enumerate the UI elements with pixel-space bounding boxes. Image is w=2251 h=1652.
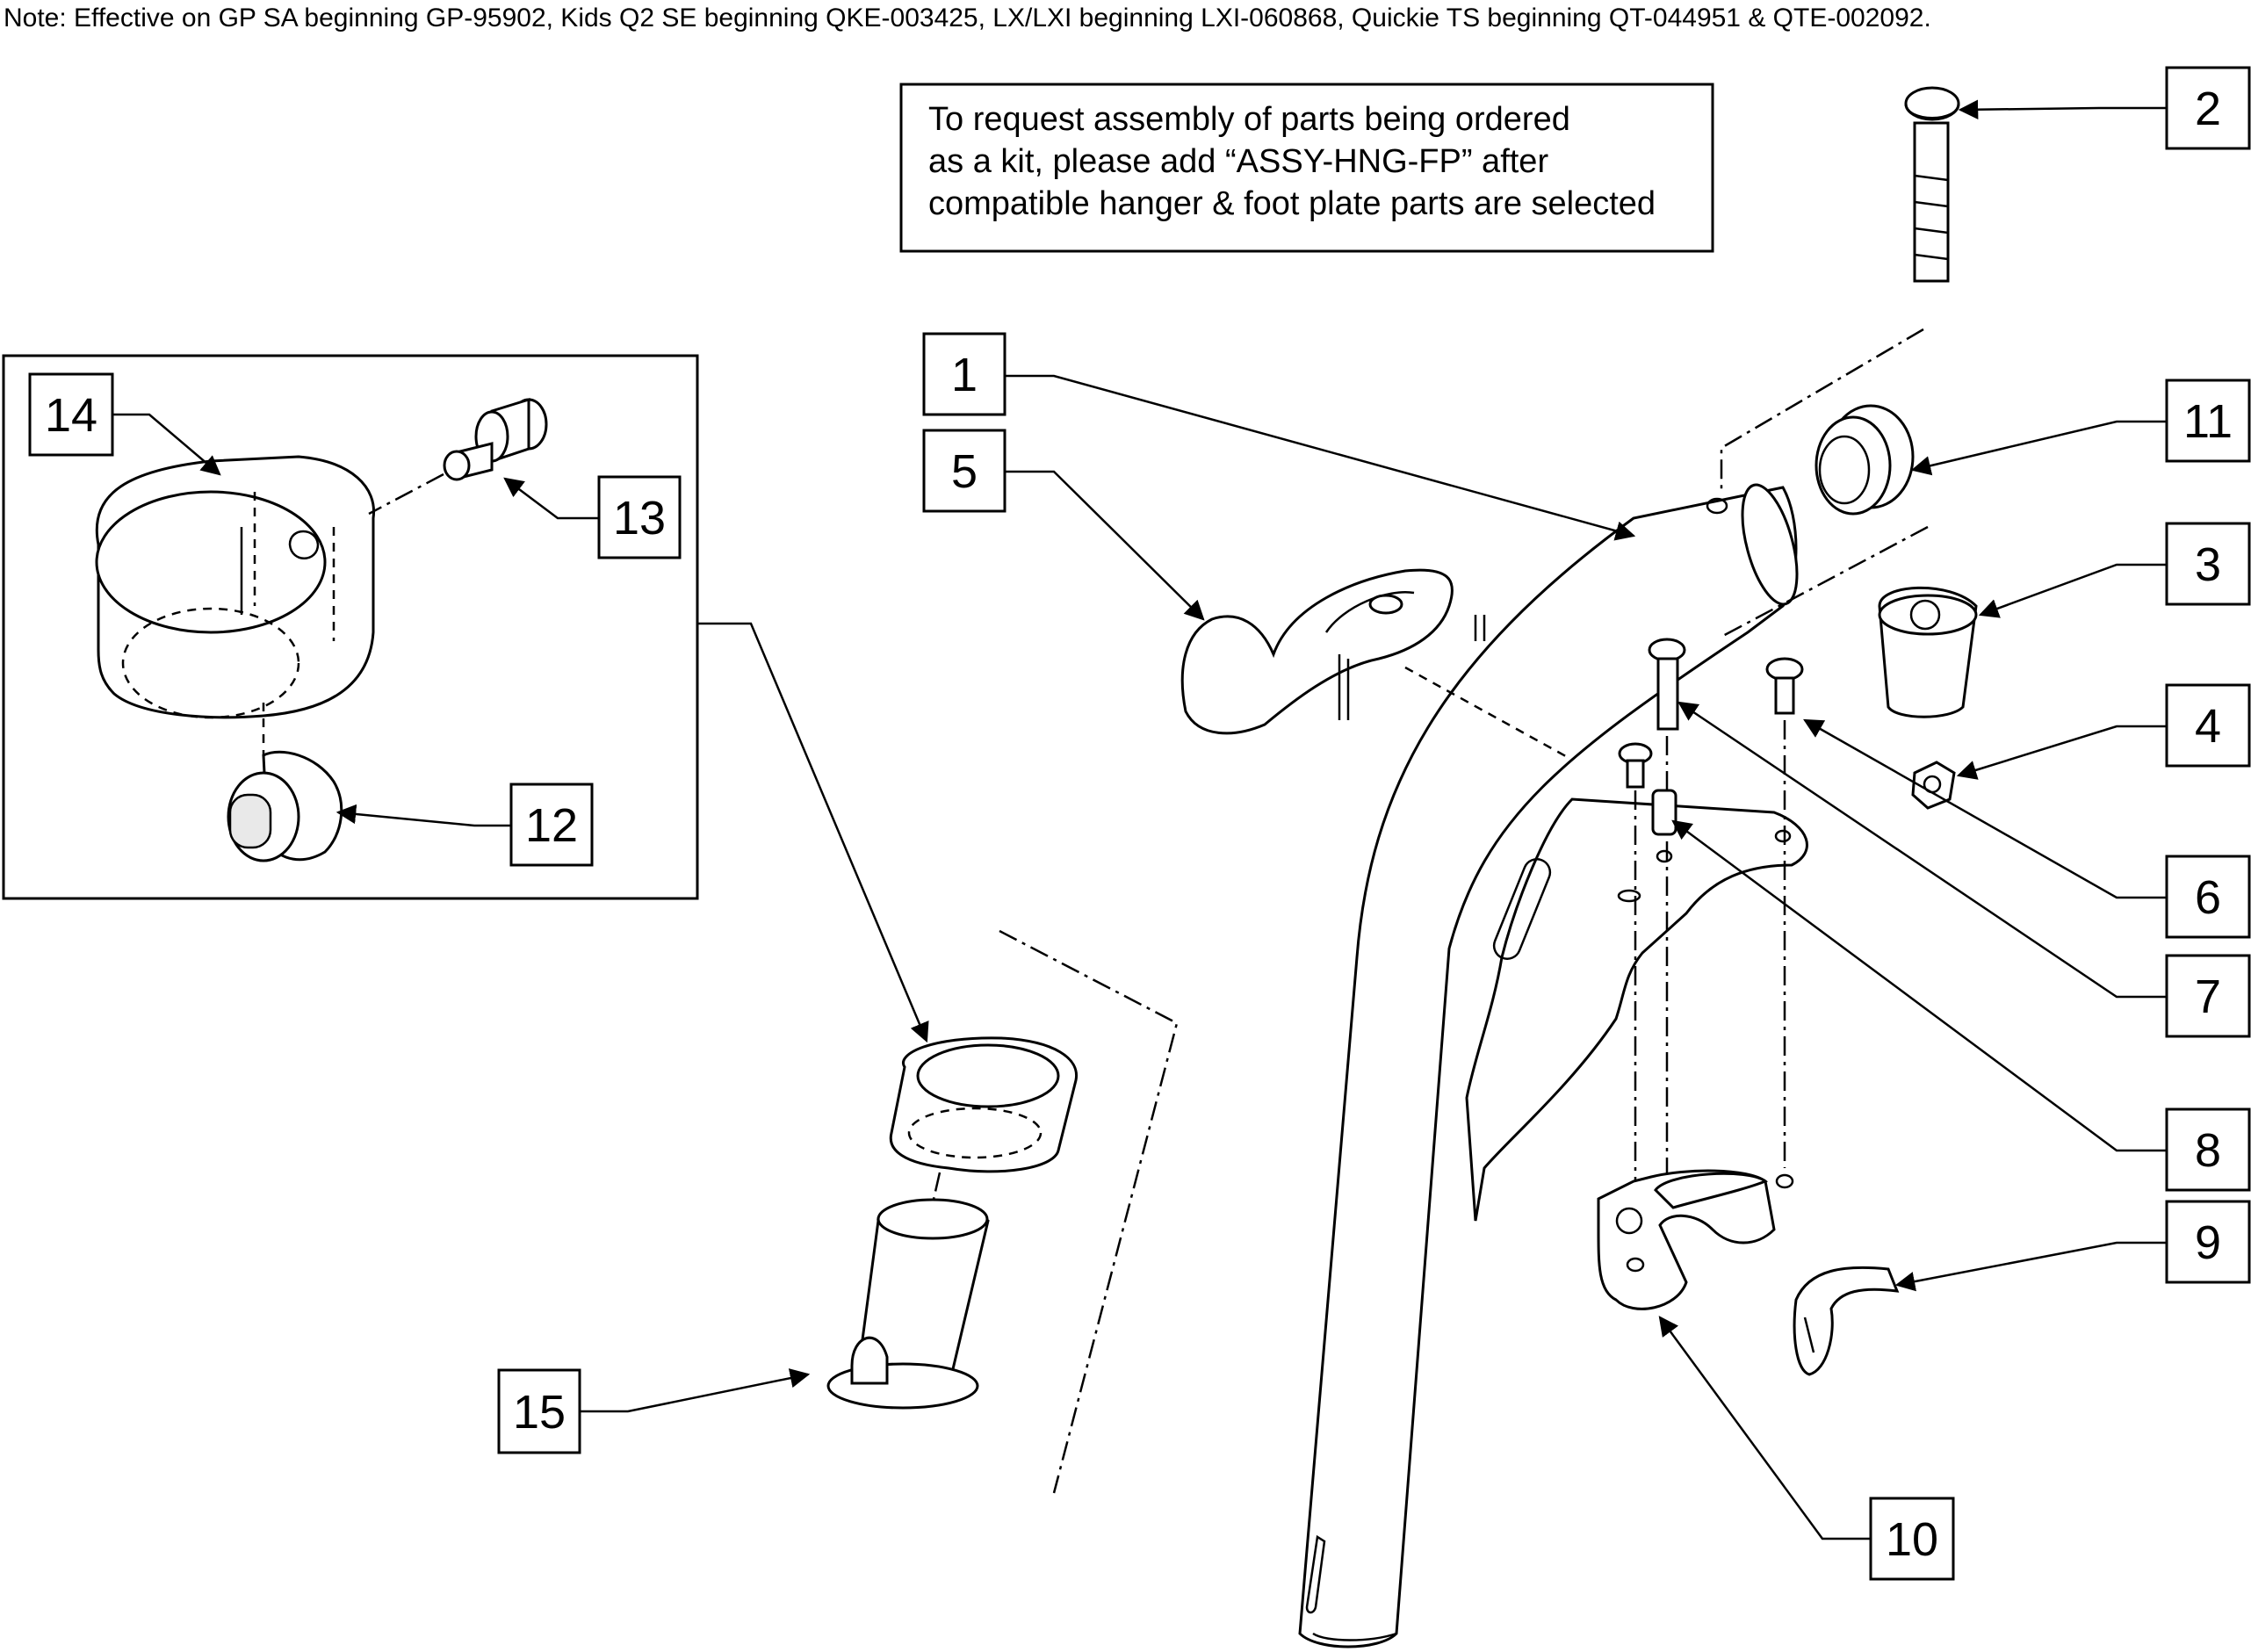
part-1-hanger-tube bbox=[1298, 483, 1799, 1648]
part-5-heel-loop bbox=[1180, 568, 1573, 761]
part-12-plug bbox=[227, 703, 343, 862]
footplate-bracket bbox=[1465, 797, 1808, 1222]
svg-text:13: 13 bbox=[613, 492, 666, 545]
part-11-bushing bbox=[1815, 404, 1915, 516]
callout-3: 3 bbox=[2165, 522, 2251, 606]
assembly-note-box: To request assembly of parts being order… bbox=[899, 83, 1714, 253]
svg-text:4: 4 bbox=[2195, 700, 2221, 753]
callout-9: 9 bbox=[2165, 1200, 2251, 1284]
svg-text:15: 15 bbox=[513, 1386, 566, 1439]
part-14-clamp-ring bbox=[95, 455, 376, 719]
svg-text:6: 6 bbox=[2195, 871, 2221, 924]
part-2-screw bbox=[1904, 86, 1960, 283]
part-8-screw bbox=[1618, 742, 1677, 1247]
svg-text:12: 12 bbox=[525, 799, 578, 852]
centerline-3 bbox=[1721, 525, 1929, 638]
svg-text:3: 3 bbox=[2195, 538, 2221, 591]
callout-13: 13 bbox=[597, 475, 682, 559]
svg-text:8: 8 bbox=[2195, 1124, 2221, 1177]
header-note: Note: Effective on GP SA beginning GP-95… bbox=[4, 4, 1931, 32]
callout-12: 12 bbox=[509, 783, 594, 867]
part-6-screw bbox=[1765, 657, 1804, 1168]
assembly-note-line-1: To request assembly of parts being order… bbox=[928, 101, 1570, 138]
callout-5: 5 bbox=[922, 429, 1006, 513]
callout-1: 1 bbox=[922, 332, 1006, 416]
svg-text:1: 1 bbox=[951, 349, 978, 401]
svg-text:10: 10 bbox=[1886, 1513, 1938, 1566]
callout-4: 4 bbox=[2165, 683, 2251, 768]
part-15-sleeve bbox=[826, 1172, 990, 1410]
svg-text:2: 2 bbox=[2195, 83, 2221, 135]
callout-2: 2 bbox=[2165, 66, 2251, 150]
callout-10: 10 bbox=[1869, 1497, 1955, 1581]
svg-text:7: 7 bbox=[2195, 970, 2221, 1023]
part-9-clip bbox=[1793, 1266, 1900, 1376]
part-3-cup bbox=[1878, 586, 1978, 718]
centerline-2 bbox=[1720, 328, 1924, 492]
callout-14: 14 bbox=[28, 372, 114, 457]
leader-lines bbox=[112, 99, 2167, 1540]
callout-8: 8 bbox=[2165, 1107, 2251, 1192]
callout-15: 15 bbox=[497, 1368, 581, 1454]
svg-text:9: 9 bbox=[2195, 1216, 2221, 1269]
assembly-note-line-3: compatible hanger & foot plate parts are… bbox=[928, 185, 1656, 222]
centerline-15 bbox=[999, 929, 1179, 1494]
svg-text:11: 11 bbox=[2183, 395, 2233, 448]
assembly-note-line-2: as a kit, please add “ASSY-HNG-FP” after bbox=[928, 143, 1548, 180]
callout-7: 7 bbox=[2165, 954, 2251, 1038]
svg-text:5: 5 bbox=[951, 445, 978, 498]
svg-text:14: 14 bbox=[45, 389, 97, 442]
part-13-pin bbox=[368, 397, 548, 516]
callout-6: 6 bbox=[2165, 855, 2251, 939]
callout-11: 11 bbox=[2165, 379, 2251, 463]
part-10-clamp bbox=[1597, 1169, 1794, 1310]
part-15-collar bbox=[889, 1036, 1079, 1173]
